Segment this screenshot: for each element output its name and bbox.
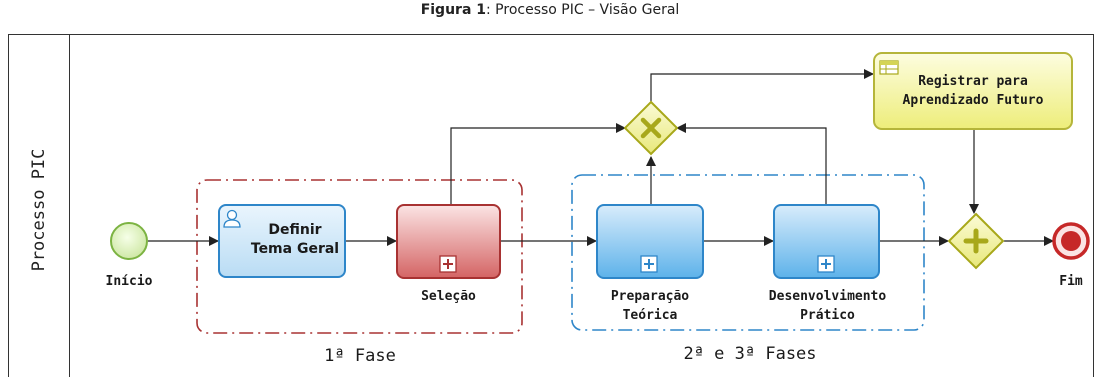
flow-desenvolvimento-gateway bbox=[676, 123, 827, 205]
flow-selecao-gateway bbox=[450, 123, 626, 205]
task-registrar bbox=[873, 52, 1073, 130]
task-definir-tema-geral bbox=[218, 204, 346, 278]
end-event-label: Fim bbox=[1059, 274, 1083, 289]
subprocess-preparacao-teorica bbox=[596, 204, 704, 279]
subprocess-desenvolvimento-pratico bbox=[773, 204, 880, 279]
task-registrar-line2: Aprendizado Futuro bbox=[902, 93, 1044, 108]
subprocess-preparacao-label: Preparação Teórica bbox=[590, 287, 710, 325]
start-event-label: Início bbox=[105, 274, 153, 289]
phase-label-2-3: 2ª e 3ª Fases bbox=[683, 344, 817, 364]
subprocess-preparacao-line1: Preparação bbox=[610, 289, 690, 304]
user-icon bbox=[223, 209, 241, 228]
collapsed-subprocess-icon bbox=[640, 255, 658, 273]
end-event-core bbox=[1061, 231, 1081, 251]
task-definir-label: Definir Tema Geral bbox=[245, 221, 345, 259]
task-definir-line2: Tema Geral bbox=[250, 241, 340, 257]
start-event bbox=[110, 222, 148, 260]
collapsed-subprocess-icon bbox=[439, 255, 457, 273]
caption-bold: Figura 1 bbox=[420, 2, 487, 18]
subprocess-desenvolvimento-line2: Prático bbox=[800, 308, 855, 323]
pool-header bbox=[8, 34, 70, 377]
task-definir-line1: Definir bbox=[268, 222, 322, 238]
task-registrar-label: Registrar para Aprendizado Futuro bbox=[874, 72, 1072, 110]
parallel-gateway bbox=[947, 212, 1005, 270]
phase-label-1: 1ª Fase bbox=[324, 346, 396, 366]
pool bbox=[8, 34, 1094, 377]
collapsed-subprocess-icon bbox=[817, 255, 835, 273]
phase-group-2-3 bbox=[571, 174, 925, 331]
subprocess-desenvolvimento-label: Desenvolvimento Prático bbox=[755, 287, 900, 325]
subprocess-desenvolvimento-line1: Desenvolvimento bbox=[768, 289, 887, 304]
subprocess-preparacao-line2: Teórica bbox=[622, 308, 678, 323]
subprocess-selecao bbox=[396, 204, 501, 279]
exclusive-gateway bbox=[623, 100, 679, 156]
flow-gateway-registrar bbox=[650, 69, 874, 102]
caption-text: : Processo PIC – Visão Geral bbox=[486, 2, 680, 18]
table-icon bbox=[879, 60, 899, 75]
figure-caption: Figura 1: Processo PIC – Visão Geral bbox=[0, 2, 1100, 18]
task-registrar-line1: Registrar para bbox=[918, 74, 1028, 89]
subprocess-selecao-label: Seleção bbox=[421, 289, 476, 304]
